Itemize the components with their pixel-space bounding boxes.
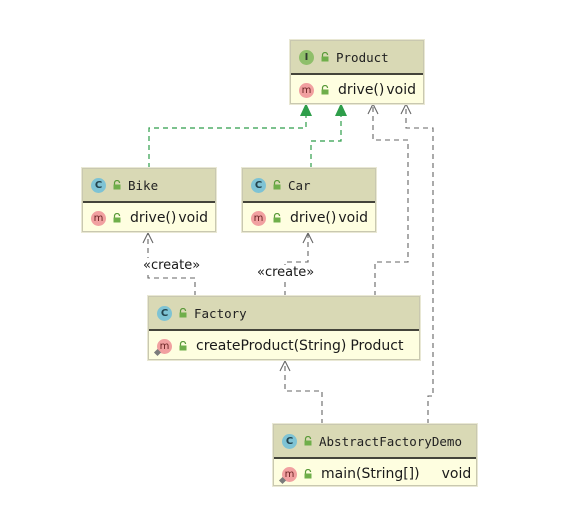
demo-method-name: main(String[]) xyxy=(321,466,420,482)
public-lock-icon xyxy=(179,341,187,351)
dependency-arrowhead-demo-product xyxy=(400,102,412,115)
class-factory-header: C Factory xyxy=(149,297,419,331)
bike-drive-method[interactable]: m drive() void xyxy=(83,203,215,233)
public-lock-icon xyxy=(273,213,281,223)
car-drive-method[interactable]: m drive() void xyxy=(243,203,375,233)
class-bike-header: C Bike xyxy=(83,169,215,203)
method-icon: m xyxy=(91,210,106,226)
public-lock-icon xyxy=(304,436,312,446)
class-demo-header: C AbstractFactoryDemo xyxy=(274,425,476,459)
method-icon-letter: m xyxy=(284,468,295,480)
bike-method-name: drive() xyxy=(130,210,177,226)
public-lock-icon xyxy=(113,180,121,190)
car-method-name: drive() xyxy=(290,210,337,226)
class-bike[interactable]: C Bike m drive() void xyxy=(82,168,216,232)
interface-product-header: I Product xyxy=(291,41,423,75)
class-bike-name: Bike xyxy=(128,177,159,193)
realization-line-bike-product xyxy=(148,116,307,168)
dependency-line-demo-product xyxy=(405,105,434,424)
interface-product-name: Product xyxy=(336,49,389,65)
public-lock-icon xyxy=(179,308,187,318)
public-lock-icon xyxy=(304,469,312,479)
create-line-factory-bike xyxy=(147,234,196,296)
class-car-name: Car xyxy=(288,177,311,193)
realization-line-car-product xyxy=(310,116,342,168)
create-arrowhead-bike xyxy=(142,231,154,244)
factory-method-return: Product xyxy=(350,338,404,354)
create-line-factory-car xyxy=(284,234,309,296)
product-method-name: drive() xyxy=(338,82,385,98)
dependency-arrowhead-factory-product xyxy=(367,102,379,115)
interface-product[interactable]: I Product m drive() void xyxy=(290,40,424,104)
demo-main-method[interactable]: m main(String[]) void xyxy=(274,459,476,489)
method-icon-letter: m xyxy=(159,340,170,352)
public-lock-icon xyxy=(321,85,329,95)
public-lock-icon xyxy=(321,52,329,62)
bike-method-return: void xyxy=(178,210,208,226)
class-icon: C xyxy=(157,305,172,321)
realization-arrowhead-car xyxy=(335,103,347,116)
method-icon: m xyxy=(251,210,266,226)
class-car-header: C Car xyxy=(243,169,375,203)
interface-icon: I xyxy=(299,49,314,65)
dependency-line-demo-factory xyxy=(284,362,323,424)
realization-arrowhead-bike xyxy=(300,103,312,116)
class-icon: C xyxy=(91,177,106,193)
class-factory-name: Factory xyxy=(194,305,247,321)
runnable-class-icon: C xyxy=(282,433,297,449)
car-method-return: void xyxy=(338,210,368,226)
create-arrowhead-car xyxy=(302,231,314,244)
dependency-arrowhead-demo-factory xyxy=(279,359,291,372)
factory-method-name: createProduct(String) xyxy=(196,338,347,354)
static-method-icon: m xyxy=(153,338,172,356)
demo-method-return: void xyxy=(441,466,472,482)
method-icon: m xyxy=(299,82,314,98)
create-label-car: «create» xyxy=(256,265,316,280)
dependency-line-factory-product xyxy=(372,105,409,296)
product-drive-method[interactable]: m drive() void xyxy=(291,75,423,105)
class-demo-name: AbstractFactoryDemo xyxy=(319,433,462,449)
class-car[interactable]: C Car m drive() void xyxy=(242,168,376,232)
factory-create-product-method[interactable]: m createProduct(String) Product xyxy=(149,331,419,361)
class-icon: C xyxy=(251,177,266,193)
class-factory[interactable]: C Factory m createProduct(String) Produc… xyxy=(148,296,420,360)
create-label-bike: «create» xyxy=(142,258,202,273)
public-lock-icon xyxy=(113,213,121,223)
public-lock-icon xyxy=(273,180,281,190)
product-method-return: void xyxy=(386,82,416,98)
class-abstract-factory-demo[interactable]: C AbstractFactoryDemo m main(String[]) v… xyxy=(273,424,477,486)
class-icon-letter: C xyxy=(285,435,294,447)
static-method-icon: m xyxy=(278,466,297,484)
